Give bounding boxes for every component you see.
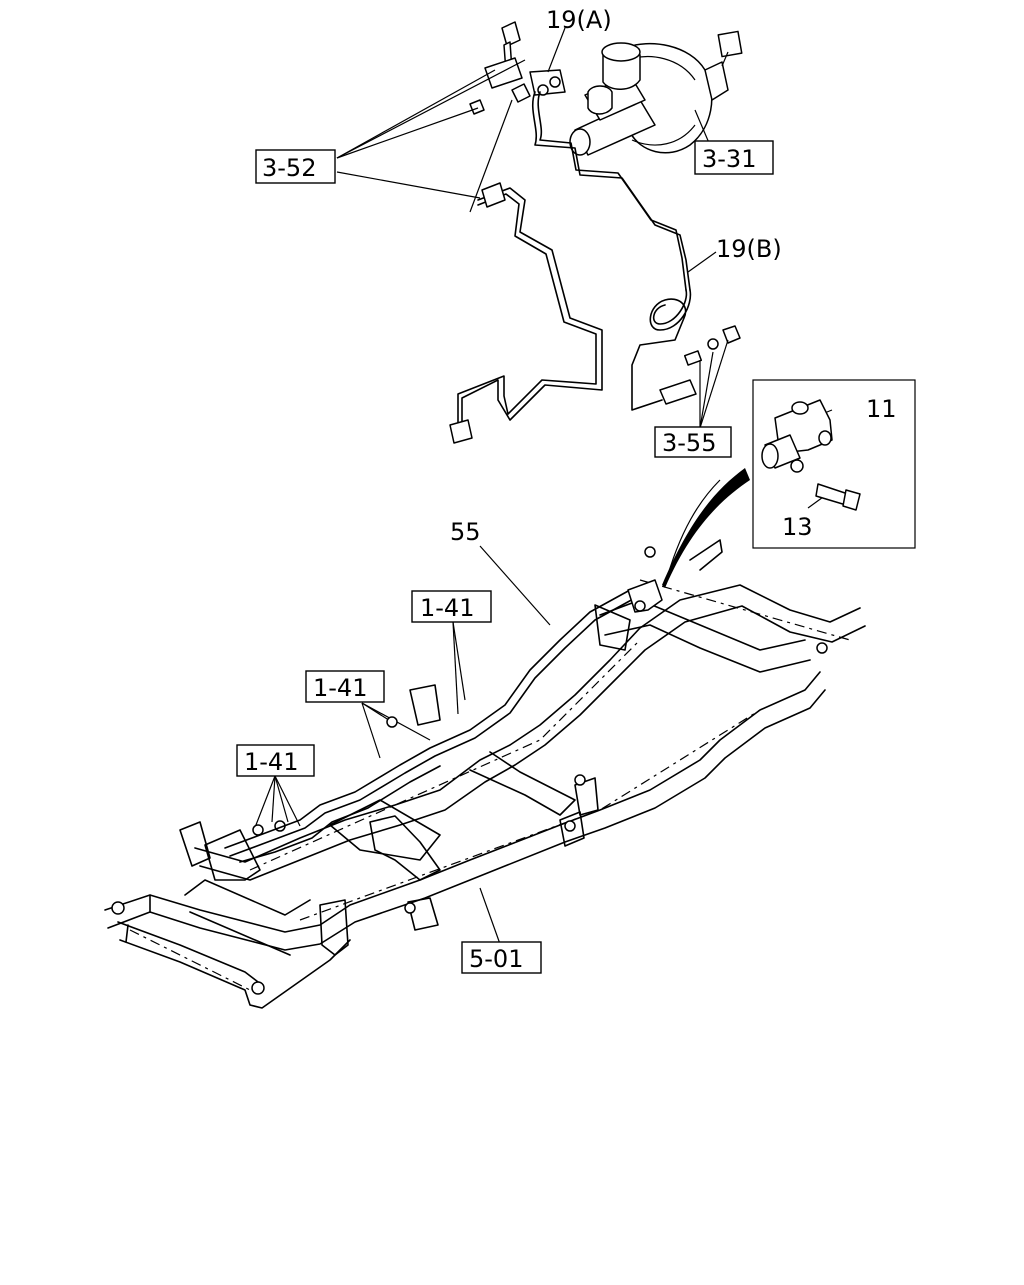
label-box-5-01: [461, 941, 542, 974]
label-3-31: 3-31: [702, 145, 756, 173]
master-cylinder: [569, 42, 656, 156]
label-group: 19(A) 3-52 3-31 19(B) 11 3-55 13 55 1-41…: [236, 6, 897, 974]
label-19a: 19(A): [546, 6, 612, 34]
label-1-41-lower: 1-41: [244, 748, 298, 776]
label-55: 55: [450, 518, 481, 546]
brake-pipe-19b: [631, 289, 692, 411]
label-3-52: 3-52: [262, 154, 316, 182]
label-3-55: 3-55: [662, 429, 716, 457]
brake-pipe-19a: [531, 91, 691, 291]
label-13: 13: [782, 513, 813, 541]
label-box-1-41-upper: [411, 590, 492, 623]
callout-wedge: [662, 468, 750, 588]
label-box-3-55: [654, 426, 732, 458]
label-box-3-31: [694, 140, 774, 175]
master-cylinder-fittings: [511, 69, 566, 103]
brake-pipe-left: [461, 187, 603, 429]
label-5-01: 5-01: [469, 945, 523, 973]
leader-lines: [253, 27, 833, 945]
label-11: 11: [866, 395, 897, 423]
label-box-3-52: [255, 149, 336, 184]
label-19b: 19(B): [716, 235, 782, 263]
label-box-1-41-lower: [236, 744, 315, 777]
label-1-41-upper: 1-41: [420, 594, 474, 622]
junction-block: [469, 21, 523, 115]
union-fittings: [659, 325, 741, 405]
inset-detail-box: [752, 379, 916, 549]
label-1-41-middle: 1-41: [313, 674, 367, 702]
vehicle-frame: [104, 539, 866, 1009]
brake-pipe-55: [224, 584, 651, 849]
label-box-1-41-middle: [305, 670, 385, 703]
